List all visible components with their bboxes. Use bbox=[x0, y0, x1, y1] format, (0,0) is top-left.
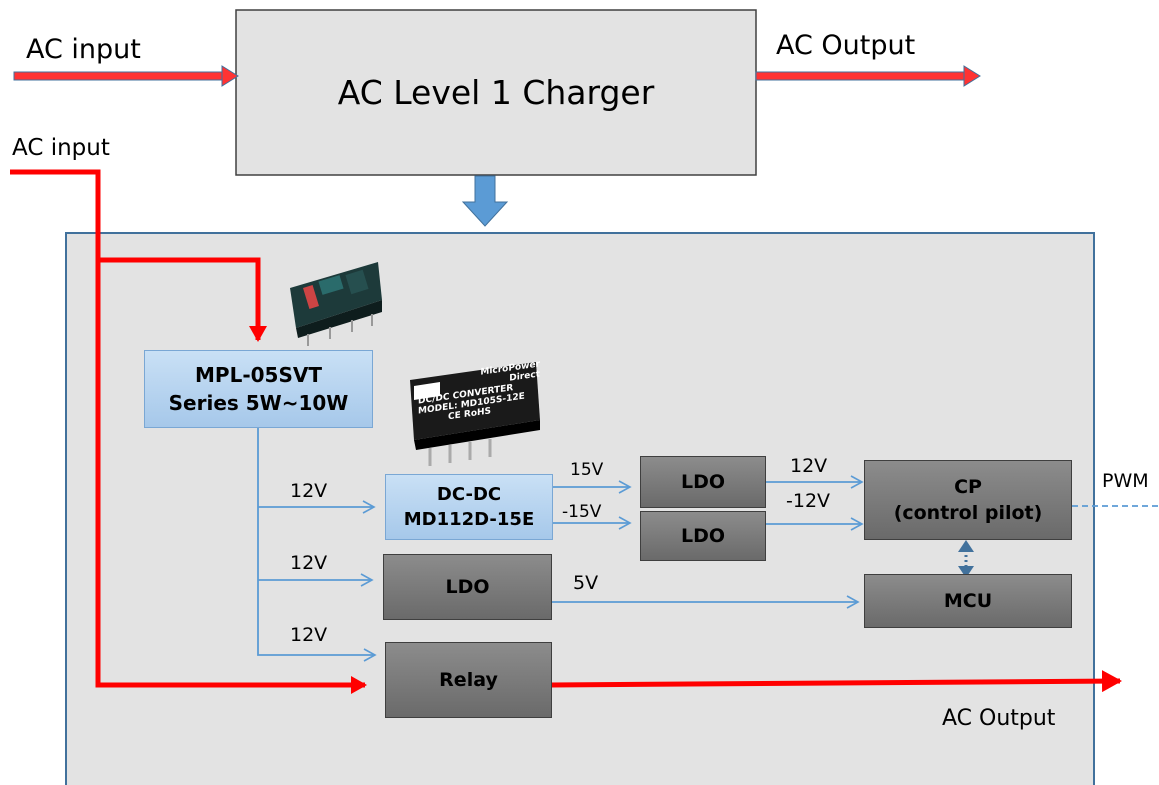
top-ac-output-arrow bbox=[755, 65, 981, 87]
voltage-ldo5v-out: 5V bbox=[573, 572, 599, 594]
ldo-5v-block: LDO bbox=[383, 554, 552, 620]
ac-output-label: AC Output bbox=[942, 706, 1056, 731]
ac-input-line bbox=[10, 169, 367, 694]
ldo-5v-label: LDO bbox=[445, 576, 490, 598]
microdirect-logo-icon bbox=[414, 382, 440, 400]
dcdc-line2: MD112D-15E bbox=[403, 509, 535, 530]
voltage-dcdc-pos: 15V bbox=[570, 460, 604, 480]
psu-module-photo bbox=[290, 262, 382, 346]
dcdc-module-photo bbox=[410, 362, 540, 466]
ldo-15v-block: LDO bbox=[640, 456, 766, 508]
psu-block: MPL-05SVT Series 5W~10W bbox=[144, 350, 373, 428]
voltage-psu-dcdc: 12V bbox=[290, 480, 328, 502]
dcdc-line1: DC-DC bbox=[436, 484, 502, 505]
relay-block: Relay bbox=[385, 642, 552, 718]
voltage-psu-relay: 12V bbox=[290, 624, 328, 646]
ac-to-psu-line bbox=[98, 257, 267, 342]
psu-bus-line bbox=[257, 428, 377, 662]
ldo-15v-label: LDO bbox=[680, 471, 726, 493]
voltage-ldo-pos-out: 12V bbox=[790, 455, 828, 477]
left-ac-input-label: AC input bbox=[12, 135, 110, 161]
ldo-neg15v-label: LDO bbox=[680, 525, 726, 547]
cp-mcu-link bbox=[958, 540, 974, 578]
pwm-label: PWM bbox=[1102, 470, 1149, 492]
relay-label: Relay bbox=[439, 669, 498, 691]
cp-line2: (control pilot) bbox=[893, 502, 1043, 524]
voltage-dcdc-neg: -15V bbox=[562, 502, 602, 522]
top-ac-input-label: AC input bbox=[26, 34, 141, 65]
ldo-neg15v-block: LDO bbox=[640, 511, 766, 561]
cp-block: CP (control pilot) bbox=[864, 460, 1072, 540]
mcu-label: MCU bbox=[943, 590, 993, 612]
dcdc-block: DC-DC MD112D-15E bbox=[385, 474, 553, 540]
top-ac-output-label: AC Output bbox=[776, 30, 916, 61]
voltage-ldo-neg-out: -12V bbox=[786, 490, 831, 512]
charger-title: AC Level 1 Charger bbox=[337, 73, 655, 112]
voltage-psu-ldo: 12V bbox=[290, 552, 328, 574]
charger-box bbox=[235, 9, 757, 176]
cp-line1: CP bbox=[954, 476, 982, 498]
relay-to-ac-output-line bbox=[550, 670, 1122, 693]
psu-line2: Series 5W~10W bbox=[168, 391, 349, 415]
psu-line1: MPL-05SVT bbox=[195, 363, 322, 387]
mcu-block: MCU bbox=[864, 574, 1072, 628]
charger-down-arrow bbox=[461, 175, 509, 227]
top-ac-input-arrow bbox=[13, 65, 239, 87]
